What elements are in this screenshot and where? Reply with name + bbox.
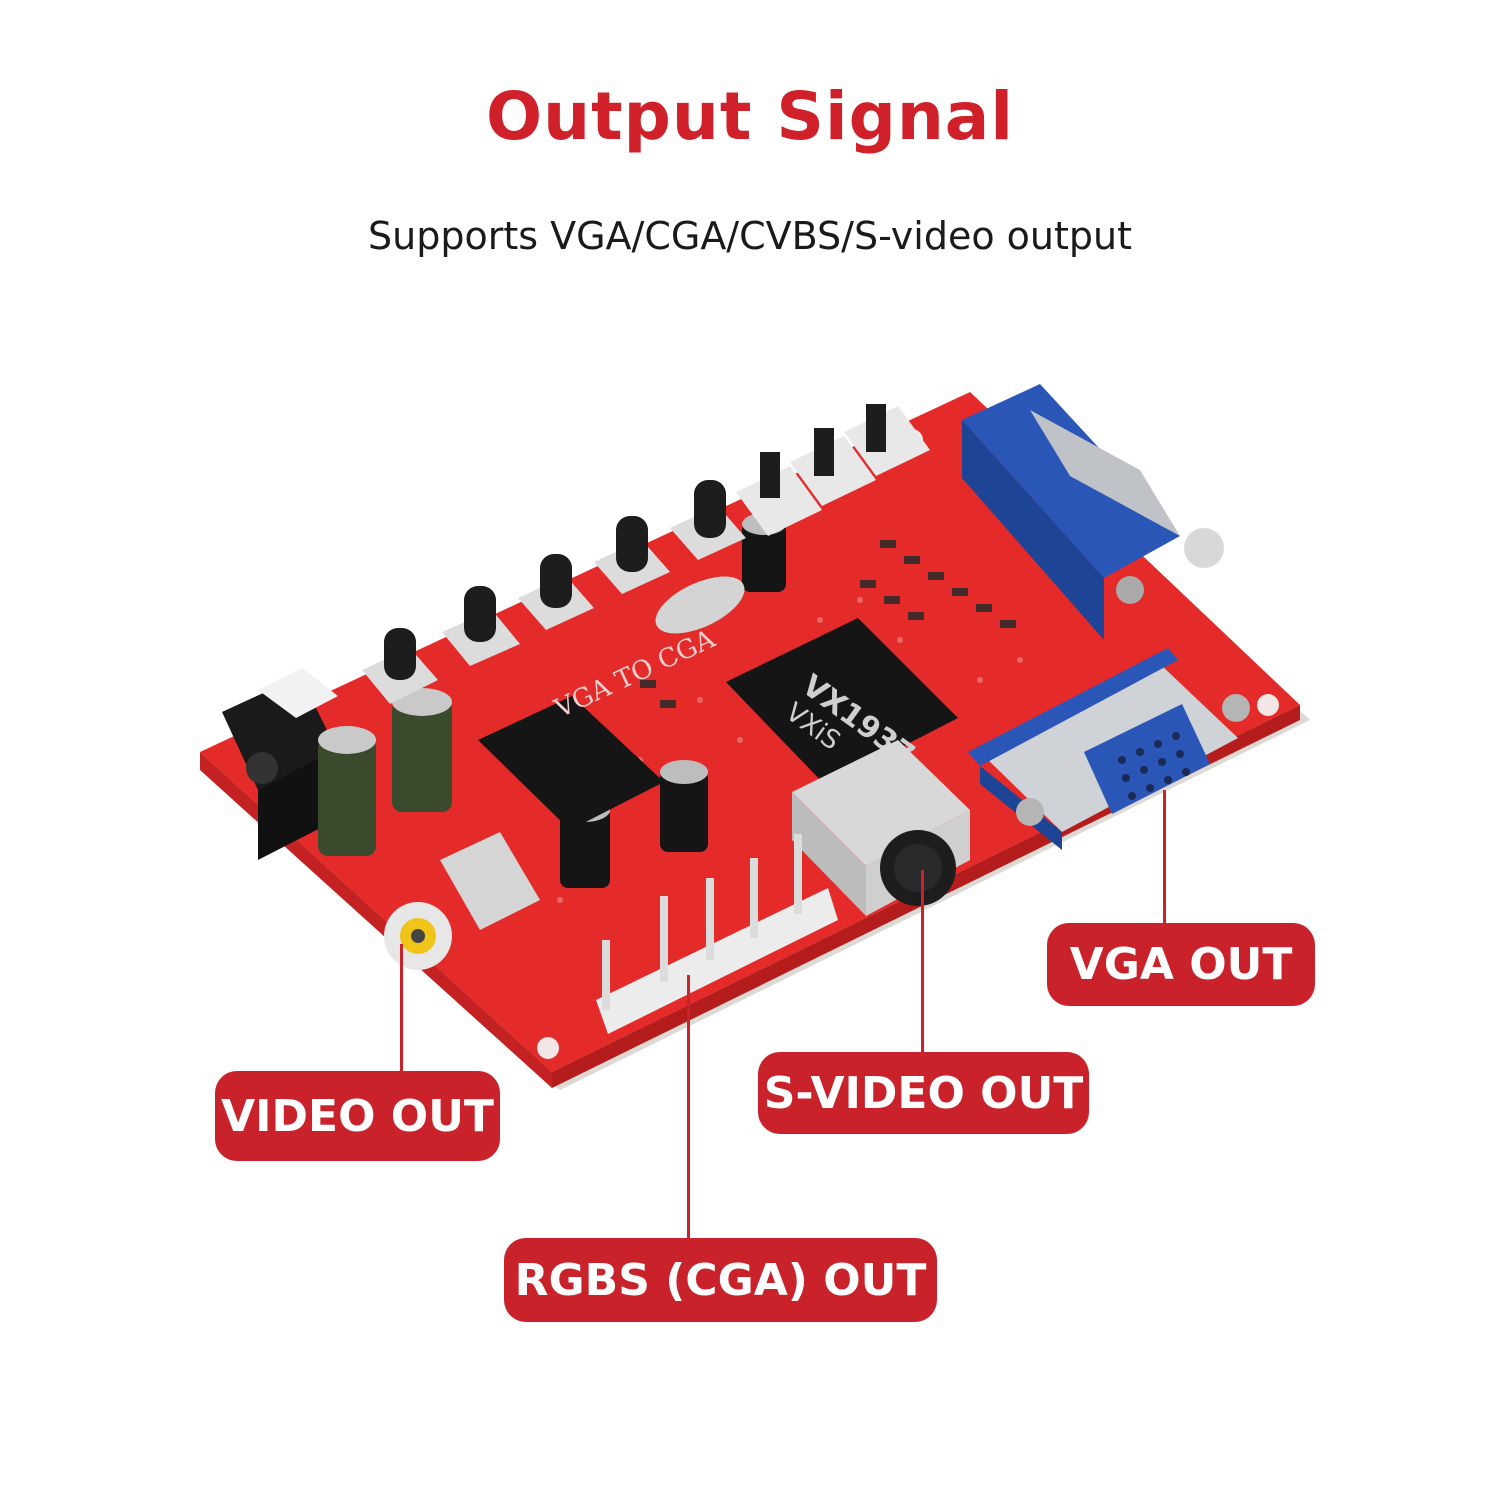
rgbs-out-leader [687,975,690,1239]
s-video-out-leader [921,870,924,1054]
slide-switches [736,404,930,536]
page-subtitle: Supports VGA/CGA/CVBS/S-video output [368,214,1132,258]
vga-in-connector [962,384,1224,640]
vga-out-connector [968,648,1250,850]
rca-video-connector [384,832,540,970]
s-video-connector [792,740,970,916]
vga-out-leader [1163,790,1166,924]
vga-out-callout: VGA OUT [1047,923,1315,1006]
video-out-leader [400,944,403,1074]
s-video-out-callout: S-VIDEO OUT [758,1052,1089,1134]
video-out-callout: VIDEO OUT [215,1071,500,1161]
secondary-chip [478,696,664,830]
rgbs-pin-header [596,834,838,1034]
page-title: Output Signal [486,78,1014,155]
rgbs-out-callout: RGBS (CGA) OUT [504,1238,937,1322]
push-buttons [362,480,746,704]
